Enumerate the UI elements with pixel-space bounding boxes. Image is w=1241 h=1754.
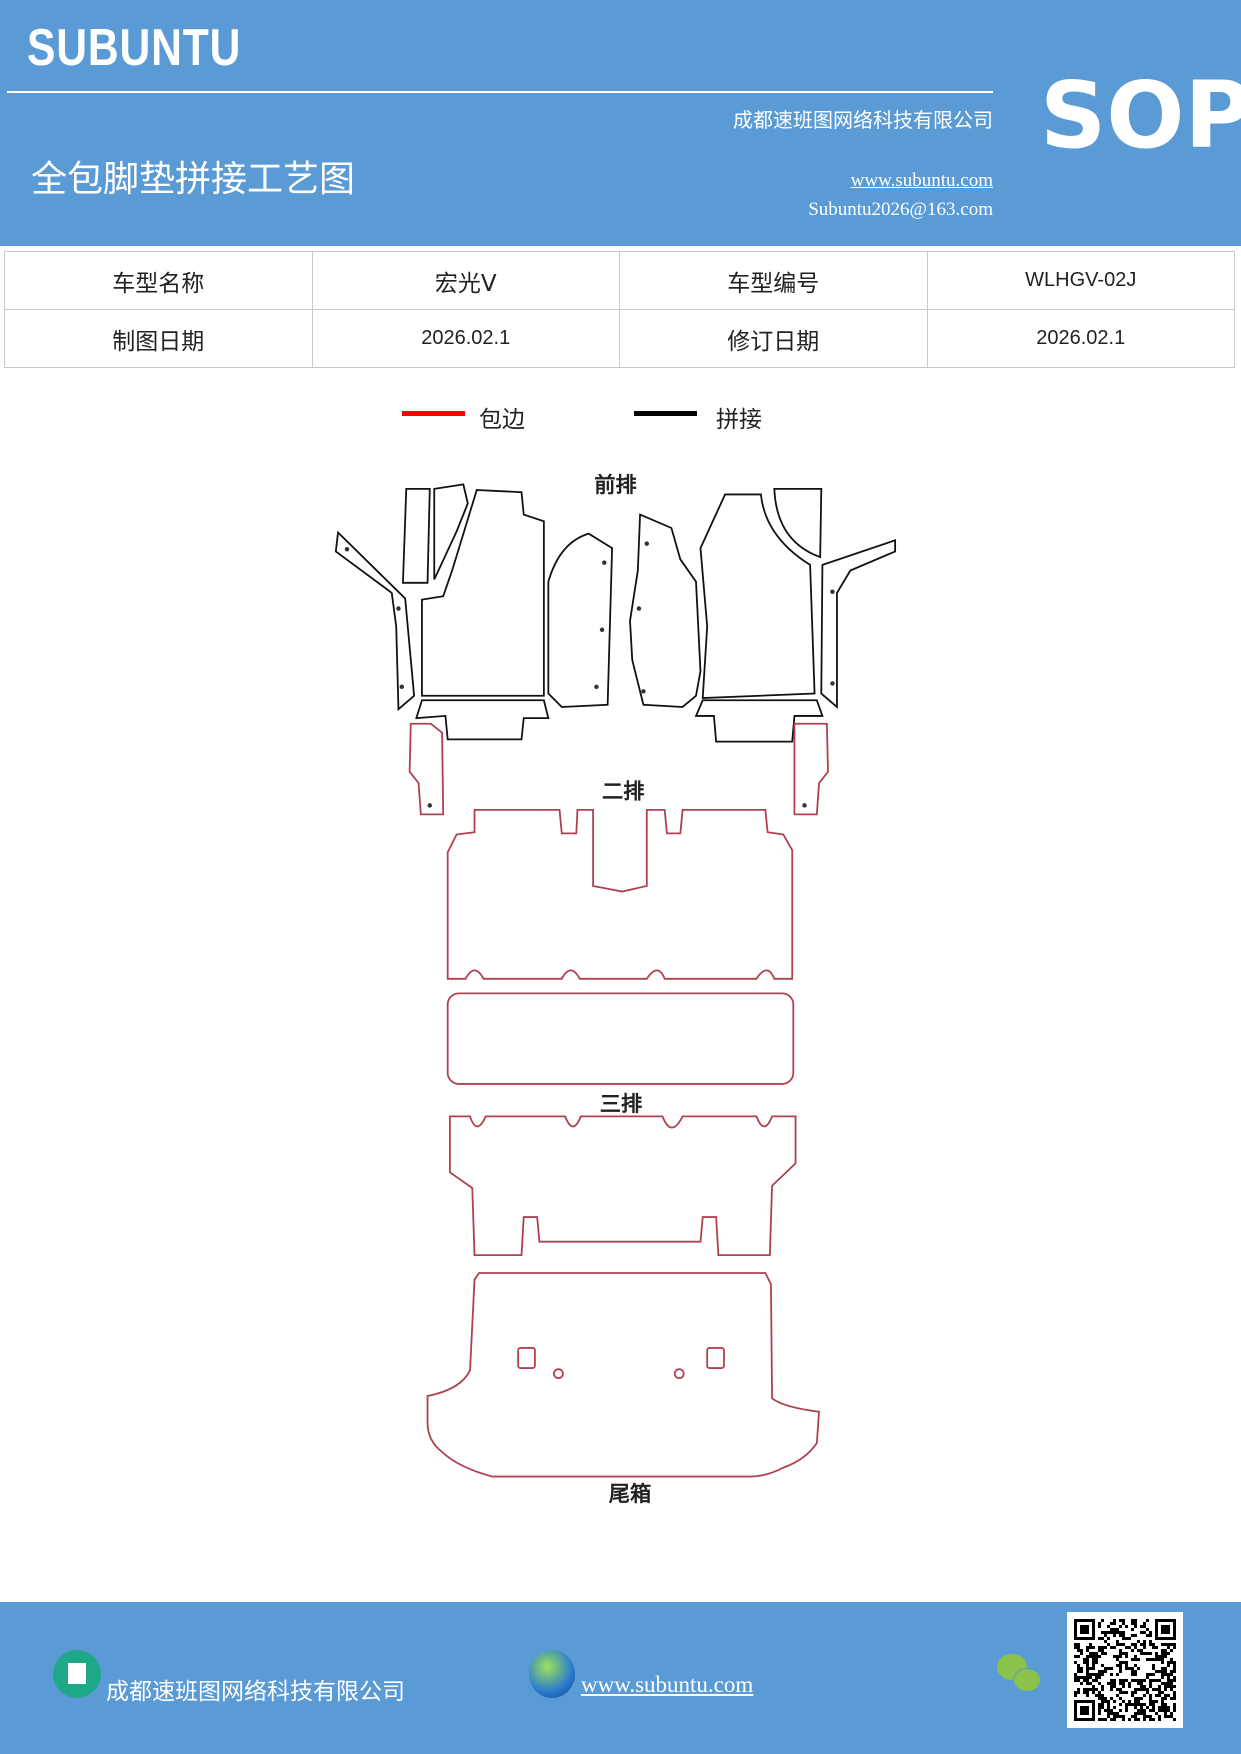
footer-website[interactable]: www.subuntu.com bbox=[581, 1672, 754, 1697]
globe-icon bbox=[529, 1650, 575, 1698]
mat-piece bbox=[421, 489, 545, 697]
legend-seam-swatch bbox=[634, 411, 697, 416]
third-row-mat bbox=[449, 1115, 797, 1256]
legend-seam-label: 拼接 bbox=[716, 407, 762, 433]
footer-company: 成都速班图网络科技有限公司 bbox=[106, 1679, 405, 1705]
table-row: 车型名称 宏光Ⅴ 车型编号 WLHGV-02J bbox=[4, 251, 1235, 310]
header-divider bbox=[7, 91, 993, 93]
legend-edge-swatch bbox=[402, 411, 465, 416]
mat-piece bbox=[694, 699, 824, 743]
label-revise-date: 修订日期 bbox=[619, 309, 928, 368]
mat-piece bbox=[629, 513, 702, 708]
trunk-slot bbox=[517, 1347, 536, 1369]
value-draw-date: 2026.02.1 bbox=[311, 309, 620, 368]
section-label-front: 前排 bbox=[594, 472, 637, 498]
mat-piece bbox=[547, 532, 614, 708]
qr-code bbox=[1067, 1612, 1183, 1728]
email-address: Subuntu2026@163.com bbox=[808, 199, 993, 220]
mat-piece bbox=[433, 483, 469, 580]
website-link[interactable]: www.subuntu.com bbox=[850, 170, 993, 191]
company-name: 成都速班图网络科技有限公司 bbox=[733, 108, 993, 132]
label-model-code: 车型编号 bbox=[619, 251, 928, 310]
mat-piece bbox=[773, 487, 823, 559]
label-draw-date: 制图日期 bbox=[4, 309, 313, 368]
mat-piece bbox=[793, 722, 829, 816]
table-row: 制图日期 2026.02.1 修订日期 2026.02.1 bbox=[4, 309, 1235, 368]
second-row-rear-mat bbox=[446, 992, 795, 1085]
trunk-hole bbox=[673, 1368, 685, 1380]
mat-piece bbox=[699, 493, 816, 699]
second-row-mat bbox=[446, 808, 794, 980]
wechat-icon bbox=[997, 1654, 1043, 1694]
mat-piece bbox=[820, 539, 897, 709]
label-model-name: 车型名称 bbox=[4, 251, 313, 310]
mat-piece bbox=[415, 699, 550, 741]
section-label-second: 二排 bbox=[602, 780, 645, 805]
doc-type: SOP bbox=[1040, 62, 1241, 169]
legend-edge-label: 包边 bbox=[479, 407, 525, 433]
info-table: 车型名称 宏光Ⅴ 车型编号 WLHGV-02J 制图日期 2026.02.1 修… bbox=[4, 251, 1235, 368]
value-model-code: WLHGV-02J bbox=[926, 251, 1235, 310]
section-label-trunk: 尾箱 bbox=[609, 1481, 652, 1507]
mat-piece bbox=[334, 530, 416, 712]
trunk-slot bbox=[706, 1347, 725, 1369]
building-icon bbox=[53, 1650, 101, 1698]
footer-banner: 成都速班图网络科技有限公司 www.subuntu.com bbox=[0, 1602, 1241, 1754]
page-title: 全包脚垫拼接工艺图 bbox=[31, 159, 356, 200]
value-revise-date: 2026.02.1 bbox=[926, 309, 1235, 368]
header-banner: SUBUNTU 成都速班图网络科技有限公司 SOP 全包脚垫拼接工艺图 www.… bbox=[0, 0, 1241, 246]
section-label-third: 三排 bbox=[600, 1092, 643, 1117]
trunk-hole bbox=[553, 1368, 564, 1380]
value-model-name: 宏光Ⅴ bbox=[311, 251, 620, 310]
brand-logo: SUBUNTU bbox=[27, 19, 242, 77]
mat-piece bbox=[402, 487, 431, 584]
trunk-mat bbox=[426, 1272, 821, 1478]
mat-piece bbox=[408, 722, 445, 816]
